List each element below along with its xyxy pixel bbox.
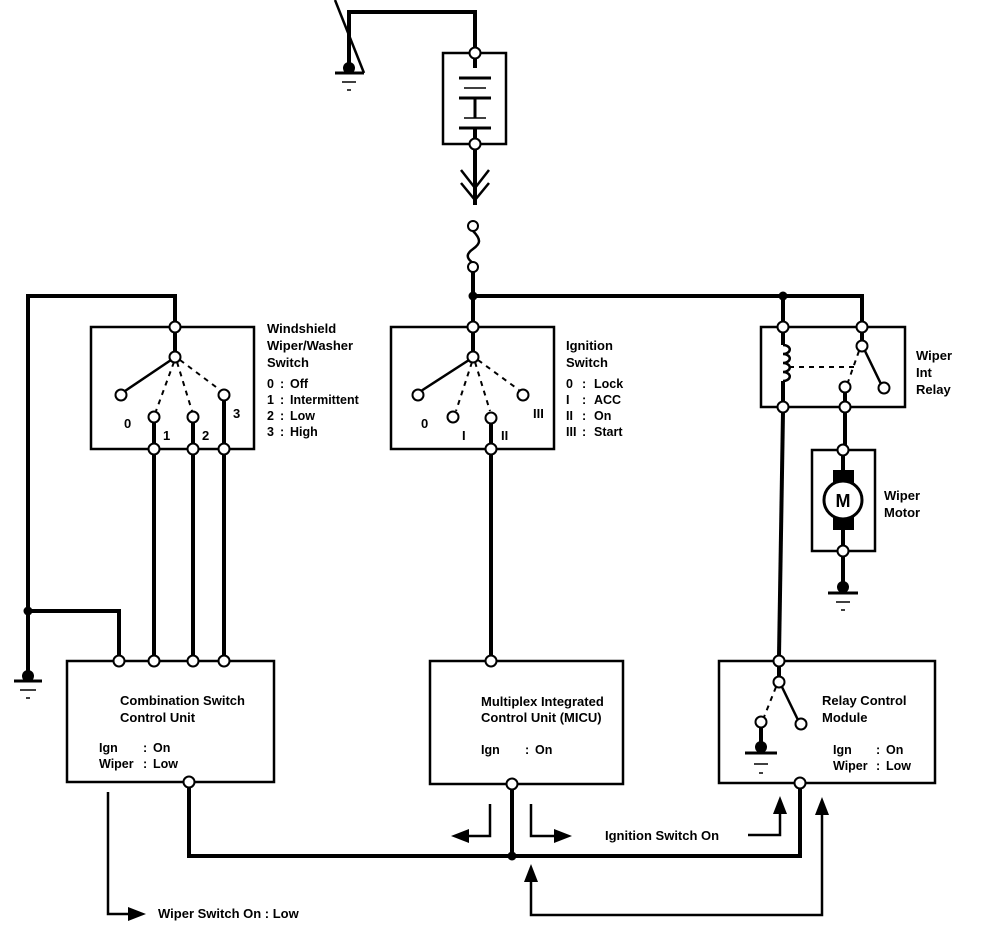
svg-text::: : xyxy=(280,393,284,407)
ignition-switch-on-signal: Ignition Switch On xyxy=(605,828,719,843)
svg-text:Intermittent: Intermittent xyxy=(290,393,360,407)
wiper-switch-title: Windshield xyxy=(267,321,336,336)
motor-symbol: M xyxy=(836,491,851,511)
svg-text:Lock: Lock xyxy=(594,377,623,391)
pin-label-3: 3 xyxy=(233,406,240,421)
wiper-switch-common xyxy=(168,350,182,364)
svg-text:Start: Start xyxy=(594,425,623,439)
ground-symbol-battery xyxy=(333,0,366,91)
svg-text:I: I xyxy=(566,393,569,407)
status-value: Low xyxy=(153,757,178,771)
motor-title: Wiper xyxy=(884,488,920,503)
micu-unit: Multiplex Integrated Control Unit (MICU)… xyxy=(428,654,625,791)
status-key: Ign xyxy=(99,741,118,755)
status-value: Low xyxy=(886,759,911,773)
svg-text::: : xyxy=(582,377,586,391)
status-key: Ign xyxy=(481,743,500,757)
wiper-switch-title: Wiper/Washer xyxy=(267,338,353,353)
status-key: Wiper xyxy=(99,757,134,771)
rcm-title: Relay Control xyxy=(822,693,907,708)
svg-text::: : xyxy=(582,425,586,439)
connector-symbol xyxy=(460,150,490,205)
svg-text::: : xyxy=(876,759,880,773)
ground-symbol-left xyxy=(14,670,42,699)
svg-text:Off: Off xyxy=(290,377,309,391)
svg-text:2: 2 xyxy=(267,409,274,423)
arrow-right-icon xyxy=(554,829,572,843)
relay-to-rcm-wire xyxy=(777,411,785,657)
ignition-switch-legend: 0 : Lock I : ACC II : On III : Start xyxy=(566,377,623,439)
status-value: On xyxy=(535,743,552,757)
wiper-int-relay: Wiper Int Relay xyxy=(759,320,952,414)
motor-icon xyxy=(822,479,864,521)
svg-text:Low: Low xyxy=(290,409,315,423)
svg-text:3: 3 xyxy=(267,425,274,439)
ground-symbol-motor xyxy=(828,581,858,611)
battery-assembly xyxy=(333,0,508,151)
relay-title: Int xyxy=(916,365,933,380)
svg-text:II: II xyxy=(566,409,573,423)
wiper-switch-legend: 0 : Off 1 : Intermittent 2 : Low 3 : Hig… xyxy=(267,377,360,439)
ignition-switch-title: Switch xyxy=(566,355,608,370)
ignition-switch: 0 I II III Ignition Switch 0 : Lock I : … xyxy=(389,320,623,656)
micu-title: Multiplex Integrated xyxy=(481,694,604,709)
relay-title: Wiper xyxy=(916,348,952,363)
svg-text:High: High xyxy=(290,425,318,439)
ignition-switch-title: Ignition xyxy=(566,338,613,353)
relay-coil-icon xyxy=(781,332,791,402)
status-key: Wiper xyxy=(833,759,868,773)
svg-text:0: 0 xyxy=(267,377,274,391)
left-ground-wiring xyxy=(14,294,177,699)
ign-pin-label-1: I xyxy=(462,428,466,443)
svg-text::: : xyxy=(143,741,147,755)
svg-text:1: 1 xyxy=(267,393,274,407)
svg-text::: : xyxy=(143,757,147,771)
arrow-up-icon xyxy=(773,796,787,814)
wiper-motor: M Wiper Motor xyxy=(810,412,920,611)
wiper-switch-on-low-signal: Wiper Switch On : Low xyxy=(158,906,300,921)
ground-symbol-rcm xyxy=(745,741,777,774)
svg-text:0: 0 xyxy=(566,377,573,391)
status-value: On xyxy=(886,743,903,757)
svg-text::: : xyxy=(525,743,529,757)
ign-pin-label-2: II xyxy=(501,428,508,443)
svg-text::: : xyxy=(280,425,284,439)
combination-unit-title: Control Unit xyxy=(120,710,196,725)
pin-label-1: 1 xyxy=(163,428,170,443)
rcm-title: Module xyxy=(822,710,868,725)
svg-text:ACC: ACC xyxy=(594,393,621,407)
ign-pin-label-3: III xyxy=(533,406,544,421)
battery-icon xyxy=(459,53,491,142)
relay-title: Relay xyxy=(916,382,951,397)
arrow-right-icon xyxy=(128,907,146,921)
signal-arrows: Ignition Switch On Wiper Switch On : Low xyxy=(106,792,829,921)
arrow-left-icon xyxy=(451,829,469,843)
ign-pin-label-0: 0 xyxy=(421,416,428,431)
svg-text:On: On xyxy=(594,409,611,423)
pin-label-0: 0 xyxy=(124,416,131,431)
pin-label-2: 2 xyxy=(202,428,209,443)
motor-title: Motor xyxy=(884,505,920,520)
wiper-switch-title: Switch xyxy=(267,355,309,370)
arrow-up-icon xyxy=(815,797,829,815)
fuse-icon xyxy=(466,220,481,296)
status-key: Ign xyxy=(833,743,852,757)
wiper-switch-wires xyxy=(152,454,226,656)
svg-text::: : xyxy=(280,409,284,423)
multiplex-bus xyxy=(187,787,802,861)
micu-title: Control Unit (MICU) xyxy=(481,710,602,725)
power-bus xyxy=(468,291,864,322)
svg-text::: : xyxy=(582,393,586,407)
svg-text:III: III xyxy=(566,425,576,439)
status-value: On xyxy=(153,741,170,755)
svg-text::: : xyxy=(582,409,586,423)
svg-text::: : xyxy=(876,743,880,757)
svg-text::: : xyxy=(280,377,284,391)
relay-control-module: Relay Control Module Ign : On Wiper : Lo… xyxy=(717,654,937,790)
combination-switch-control-unit: Combination Switch Control Unit Ign : On… xyxy=(65,654,276,789)
combination-unit-title: Combination Switch xyxy=(120,693,245,708)
arrow-up-icon xyxy=(524,864,538,882)
wiper-washer-switch: 0 1 2 3 Windshield Wiper/Washer Switch 0… xyxy=(89,320,360,456)
